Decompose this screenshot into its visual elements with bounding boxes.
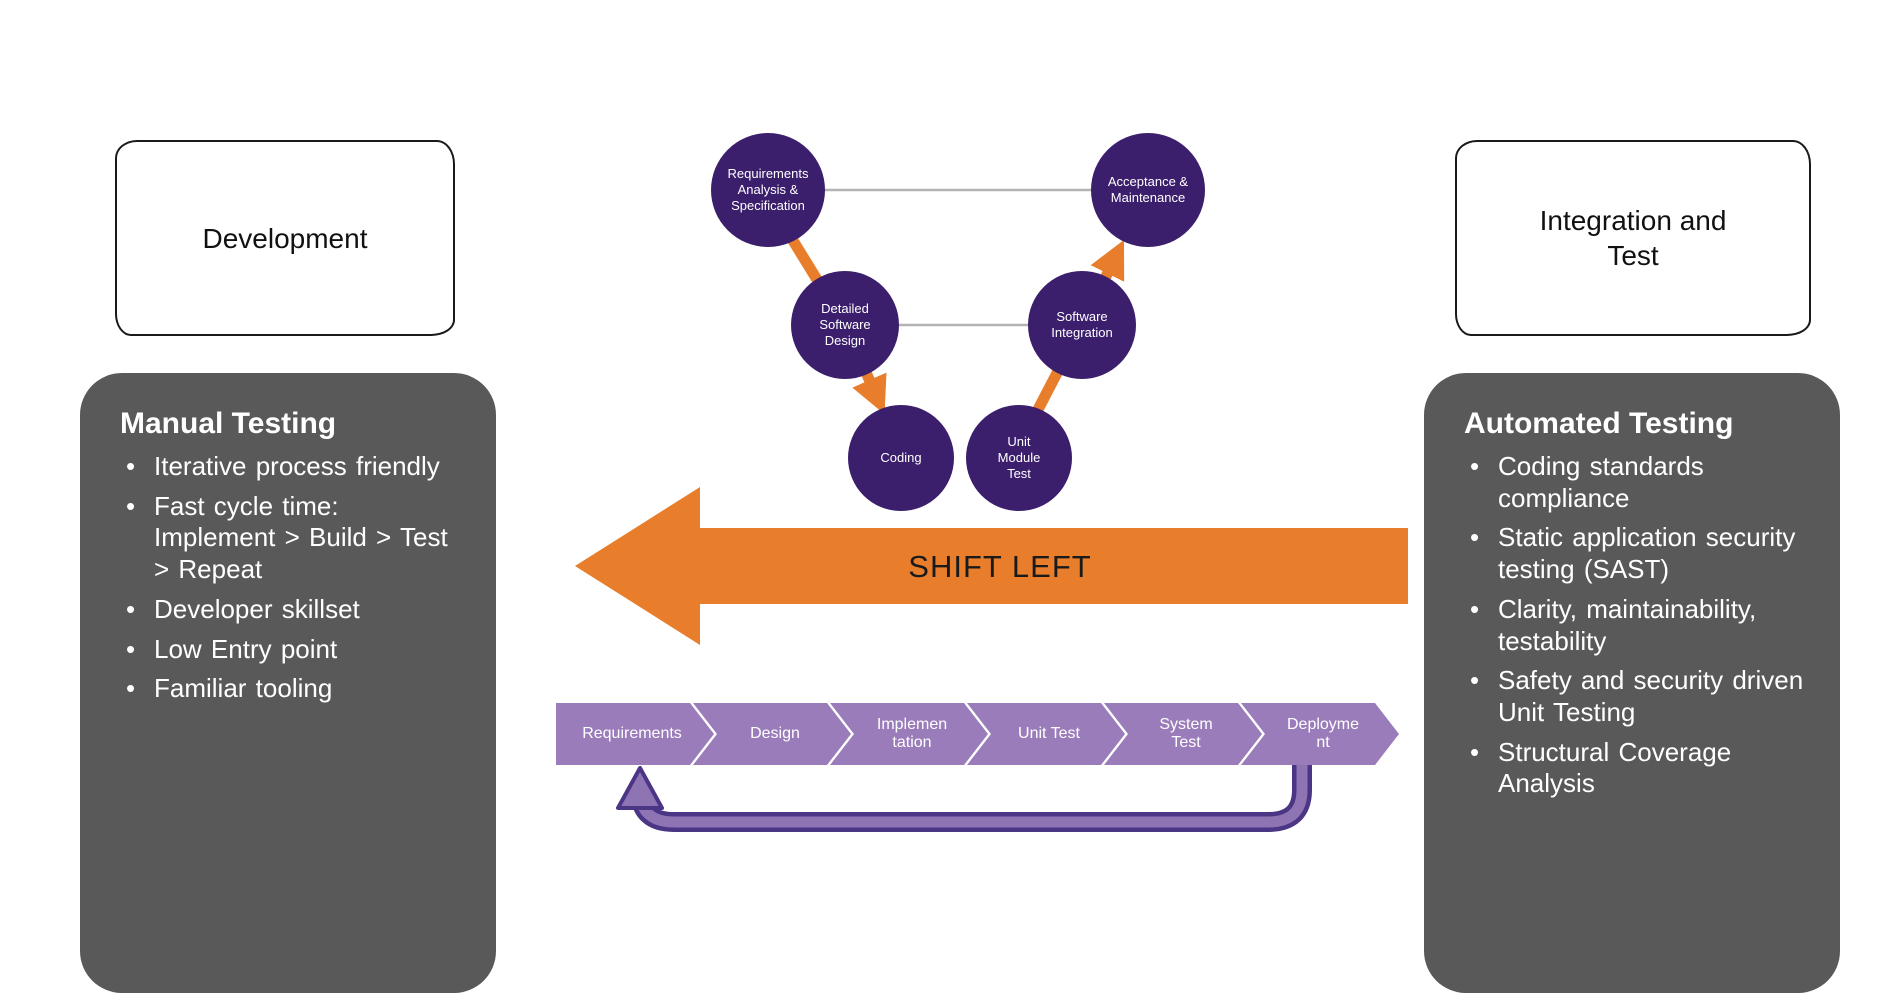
bullet-text: Fast cycle time: Implement > Build > Tes… xyxy=(154,490,448,585)
automated-testing-title: Automated Testing xyxy=(1464,407,1734,440)
bullet-text: Developer skillset xyxy=(154,593,360,624)
list-item: Static application security testing (SAS… xyxy=(1462,522,1806,585)
pipeline-stage-unit-test: Unit Test xyxy=(967,703,1125,765)
vmodel-node-coding: Coding xyxy=(848,405,954,511)
automated-testing-list: Coding standards compliance Static appli… xyxy=(1462,451,1806,800)
pipeline-loop-arrowhead-icon xyxy=(616,766,664,810)
chevron-label: Deployme nt xyxy=(1286,715,1360,751)
list-item: Iterative process friendly xyxy=(118,451,462,483)
list-item: Developer skillset xyxy=(118,594,462,626)
vmodel-node-detailed-design: Detailed Software Design xyxy=(791,271,899,379)
chevron-label: Implemen tation xyxy=(876,715,948,751)
chevron-label: Unit Test xyxy=(1018,724,1080,742)
vmodel-node-acceptance-maintenance: Acceptance & Maintenance xyxy=(1091,133,1205,247)
development-label-box: Development xyxy=(115,140,455,336)
list-item: Clarity, maintainability, testability xyxy=(1462,594,1806,657)
node-label: Software Integration xyxy=(1051,308,1113,340)
vmodel-node-unit-module-test: Unit Module Test xyxy=(966,405,1072,511)
vmodel-node-software-integration: Software Integration xyxy=(1028,271,1136,379)
node-label: Detailed Software Design xyxy=(819,300,871,349)
pipeline-stage-system-test: System Test xyxy=(1104,703,1262,765)
pipeline-stage-design: Design xyxy=(693,703,851,765)
pipeline-stage-requirements: Requirements xyxy=(556,703,714,765)
shift-left-label: SHIFT LEFT xyxy=(908,549,1092,584)
chevron-label: System Test xyxy=(1159,715,1213,751)
development-label: Development xyxy=(202,222,368,254)
bullet-text: Static application security testing (SAS… xyxy=(1498,522,1796,585)
list-item: Safety and security driven Unit Testing xyxy=(1462,665,1806,728)
bullet-text: Coding standards compliance xyxy=(1498,451,1704,513)
bullet-text: Safety and security driven Unit Testing xyxy=(1498,665,1804,728)
manual-testing-panel: Manual Testing Iterative process friendl… xyxy=(80,373,496,993)
chevron-label: Design xyxy=(750,724,800,742)
automated-testing-panel: Automated Testing Coding standards compl… xyxy=(1424,373,1840,993)
node-label: Coding xyxy=(880,449,922,465)
list-item: Low Entry point xyxy=(118,634,462,666)
integration-test-label: Integration and Test xyxy=(1539,205,1727,271)
list-item: Structural Coverage Analysis xyxy=(1462,737,1806,800)
manual-testing-title: Manual Testing xyxy=(120,407,337,440)
node-label: Acceptance & Maintenance xyxy=(1107,173,1189,205)
bullet-text: Clarity, maintainability, testability xyxy=(1498,593,1757,656)
node-label: Unit Module Test xyxy=(997,433,1041,482)
list-item: Fast cycle time: Implement > Build > Tes… xyxy=(118,491,462,586)
bullet-text: Low Entry point xyxy=(154,633,338,664)
chevron-label: Requirements xyxy=(582,724,682,742)
pipeline-stage-deployment: Deployme nt xyxy=(1241,703,1399,765)
bullet-text: Structural Coverage Analysis xyxy=(1498,736,1732,799)
vmodel-node-requirements: Requirements Analysis & Specification xyxy=(711,133,825,247)
manual-testing-list: Iterative process friendly Fast cycle ti… xyxy=(118,451,462,705)
shift-left-arrow-icon xyxy=(575,487,1408,645)
integration-test-label-box: Integration and Test xyxy=(1455,140,1811,336)
bullet-text: Familiar tooling xyxy=(154,673,333,704)
pipeline-stage-implementation: Implemen tation xyxy=(830,703,988,765)
list-item: Familiar tooling xyxy=(118,673,462,705)
bullet-text: Iterative process friendly xyxy=(154,451,440,481)
node-label: Requirements Analysis & Specification xyxy=(727,165,809,214)
list-item: Coding standards compliance xyxy=(1462,451,1806,514)
